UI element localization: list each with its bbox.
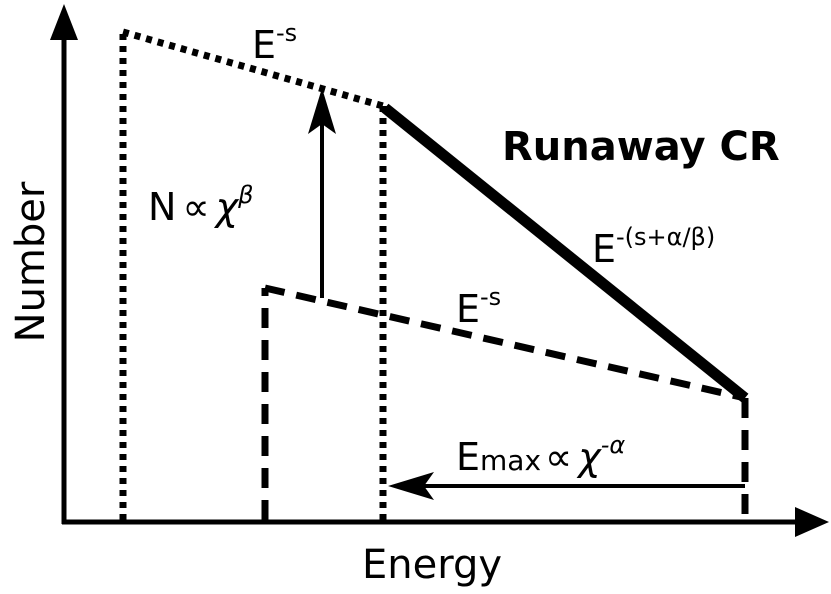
y-axis-label: Number: [8, 181, 54, 342]
upper-spectrum-slope: [122, 28, 384, 110]
emax-decrease-arrow: [388, 472, 745, 500]
runaway-cr-line: [381, 103, 749, 403]
lower-spectrum-dashed: [261, 284, 749, 520]
upper-spectrum-dotted: [119, 28, 387, 520]
runaway-slope-label: E-(s+α/β): [592, 223, 715, 271]
upper-spectrum-label: E-s: [252, 19, 297, 67]
runaway-cr-title: Runaway CR: [502, 124, 780, 170]
lower-spectrum-slope: [264, 284, 746, 402]
lower-spectrum-label: E-s: [456, 283, 501, 331]
number-relation-label: N∝χβ: [148, 181, 253, 229]
axes: [50, 4, 829, 537]
emax-arrow-head: [388, 472, 434, 500]
number-arrow-head: [308, 88, 336, 134]
emax-relation-label: Emax∝χ-α: [456, 431, 625, 479]
x-axis-label: Energy: [362, 542, 502, 588]
x-axis-arrowhead: [795, 507, 829, 537]
y-axis-arrowhead: [50, 4, 78, 40]
number-increase-arrow: [308, 88, 336, 298]
